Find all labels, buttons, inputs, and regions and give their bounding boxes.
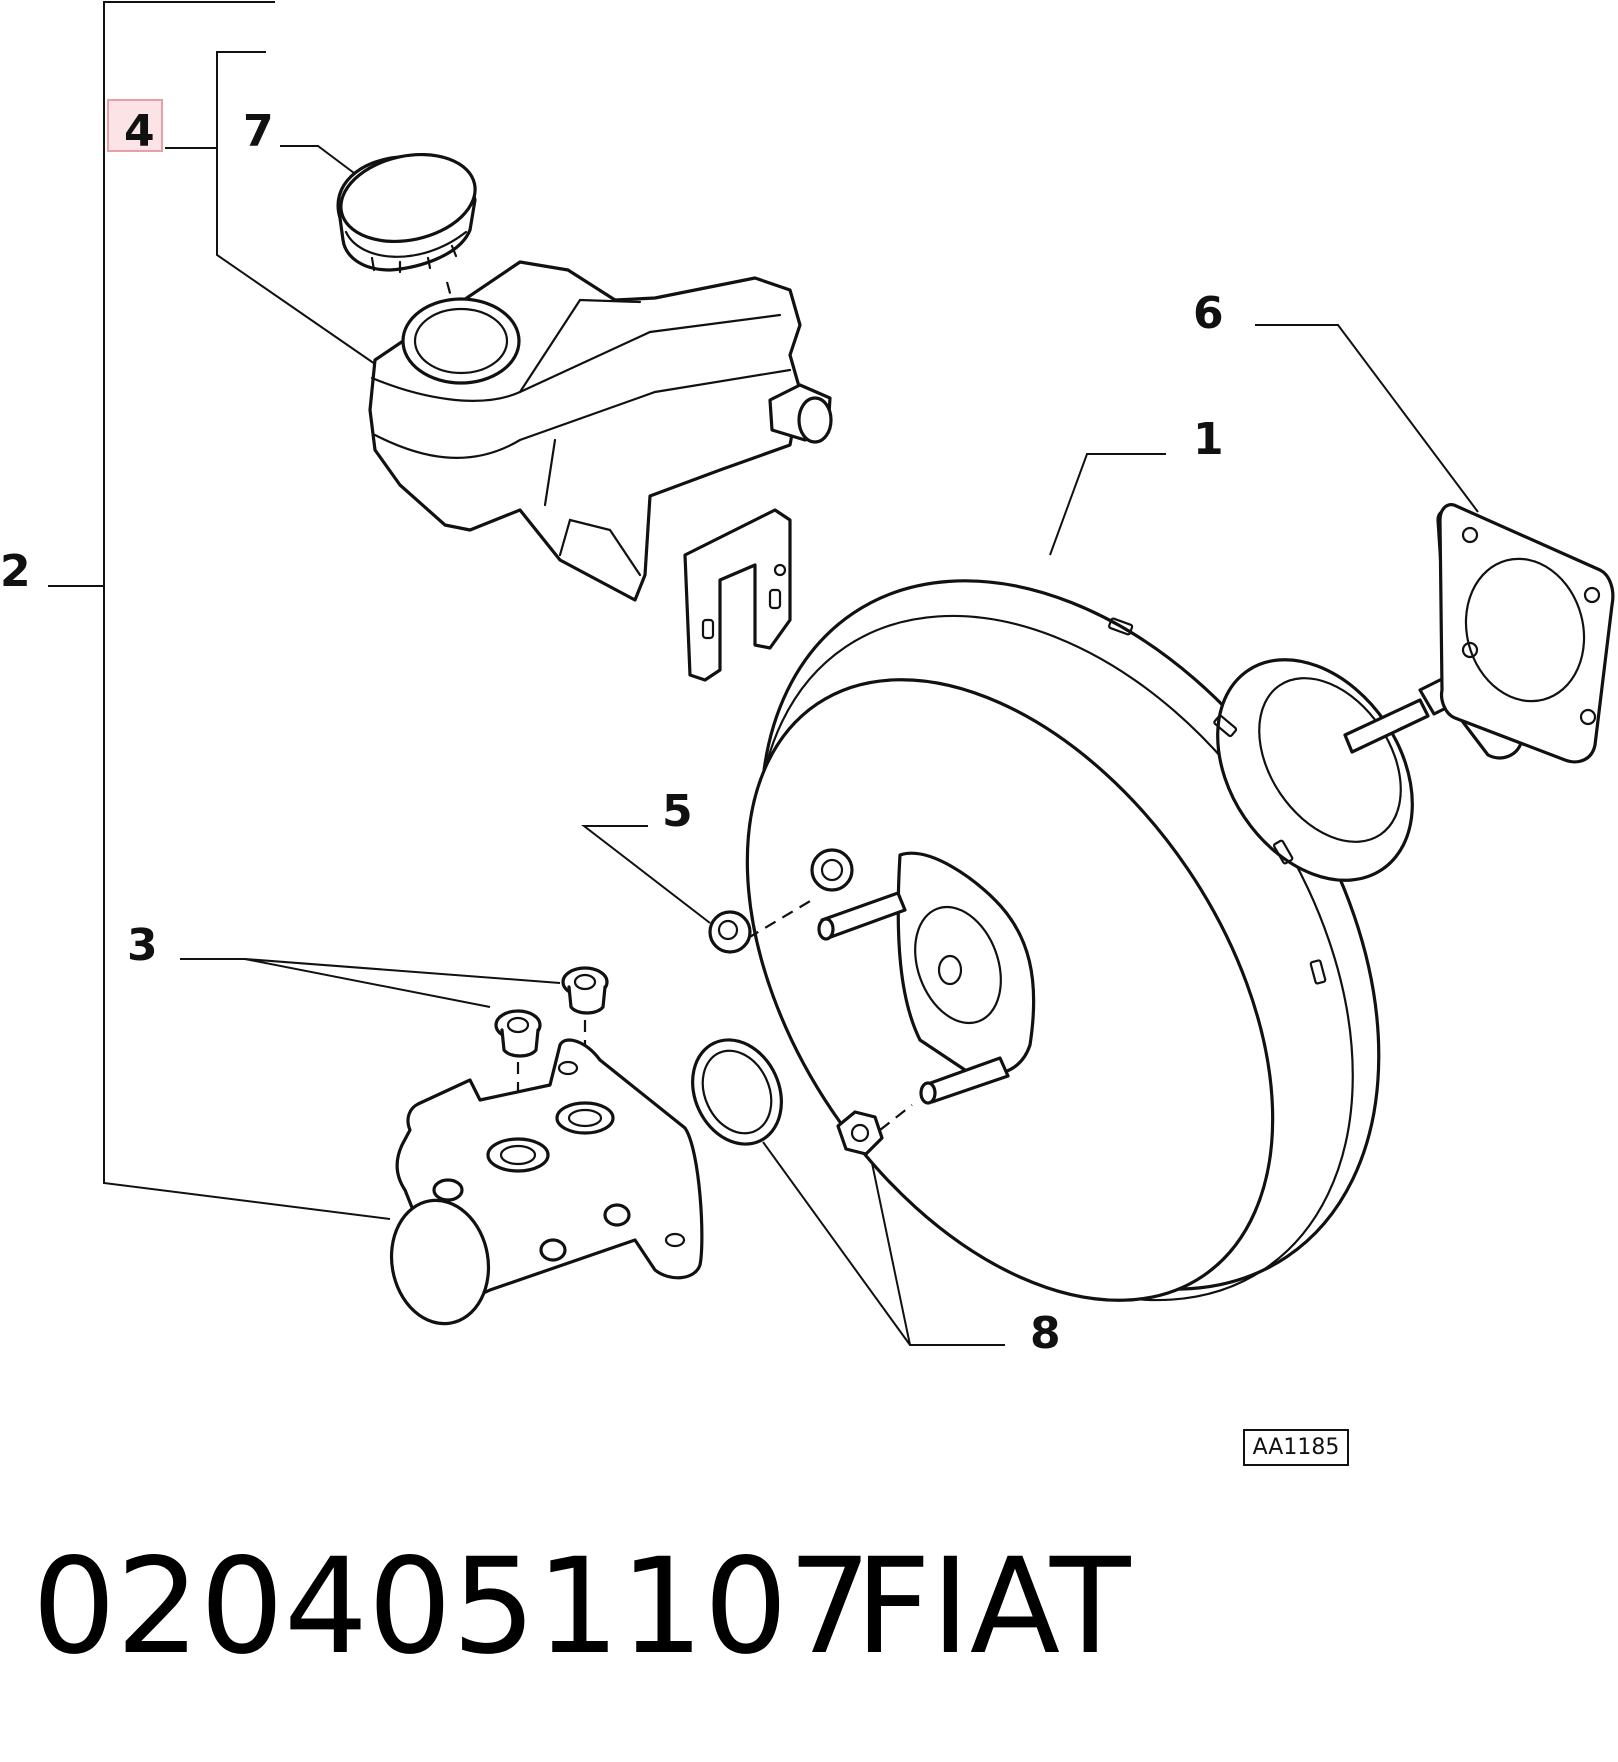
booster-gasket <box>1436 503 1615 764</box>
callout-4: 4 <box>124 106 155 157</box>
callout-6: 6 <box>1193 288 1224 339</box>
diagram-reference-code: AA1185 <box>1243 1429 1349 1466</box>
hex-nut-8 <box>836 1110 884 1156</box>
brake-booster <box>745 579 1464 1302</box>
callout-3: 3 <box>127 920 158 971</box>
callout-5: 5 <box>662 786 693 837</box>
leader-lines <box>180 145 1479 1346</box>
callout-2: 2 <box>0 546 31 597</box>
part-number: 0204051107 <box>32 1530 872 1684</box>
group-bracket-2 <box>48 1 391 1220</box>
reservoir-cap <box>336 152 477 331</box>
seal-ring-5 <box>708 910 752 954</box>
callout-7: 7 <box>243 106 274 157</box>
master-cylinder <box>389 1038 704 1326</box>
brand-name: FIAT <box>855 1530 1131 1684</box>
callout-8: 8 <box>1030 1308 1061 1359</box>
grommet-right <box>561 966 609 1100</box>
fluid-reservoir <box>368 260 833 682</box>
callout-1: 1 <box>1193 414 1224 465</box>
group-bracket-4 <box>165 51 376 365</box>
grommet-left <box>494 1009 542 1140</box>
o-ring-8 <box>691 1038 783 1146</box>
callout-4-highlight <box>107 99 163 152</box>
